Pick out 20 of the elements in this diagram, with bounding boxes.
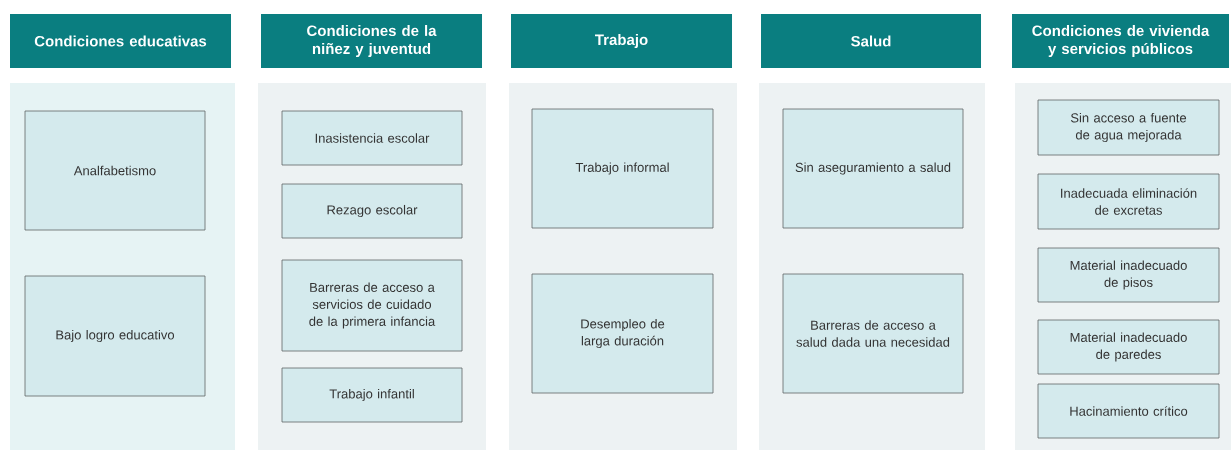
indicator-box: Rezago escolar [281,183,463,239]
indicator-box: Material inadecuado de pisos [1037,247,1220,303]
indicator-box: Barreras de acceso a salud dada una necesidad [782,273,964,394]
indicator-box: Barreras de acceso a servicios de cuidado de la primera infancia [281,259,463,352]
indicator-box: Desempleo de larga duración [531,273,714,394]
indicator-box: Inasistencia escolar [281,110,463,166]
indicator-box: Material inadecuado de paredes [1037,319,1220,375]
indicator-box: Analfabetismo [24,110,206,231]
indicator-box: Bajo logro educativo [24,275,206,397]
indicator-box: Trabajo infantil [281,367,463,423]
indicator-box: Inadecuada eliminación de excretas [1037,173,1220,230]
indicator-box: Trabajo informal [531,108,714,229]
column-header: Salud [761,14,981,68]
indicator-box: Sin acceso a fuente de agua mejorada [1037,99,1220,156]
column-header: Trabajo [511,14,732,68]
column-header: Condiciones de vivienda y servicios públicos [1012,14,1229,68]
column-header: Condiciones de la niñez y juventud [261,14,482,68]
column-header: Condiciones educativas [10,14,231,68]
indicator-box: Hacinamiento crítico [1037,383,1220,439]
indicator-box: Sin aseguramiento a salud [782,108,964,229]
